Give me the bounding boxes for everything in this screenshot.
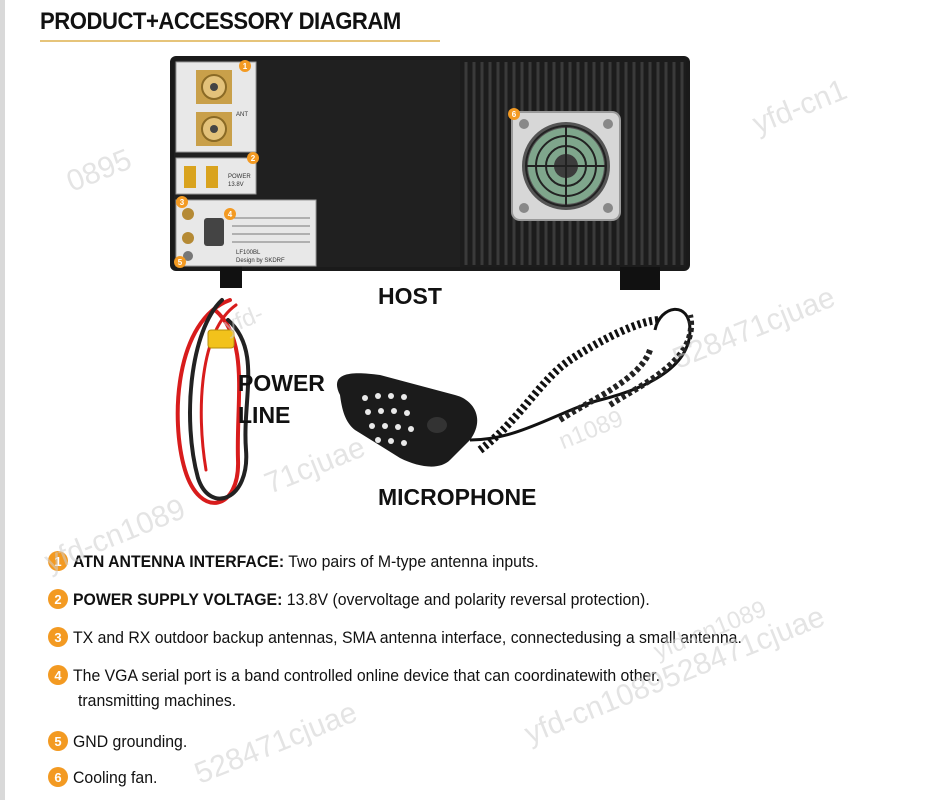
- number-badge: 3: [48, 627, 68, 647]
- power-connector: [184, 166, 218, 188]
- feature-item-4: 4 The VGA serial port is a band controll…: [48, 664, 704, 688]
- callout-1: 1: [239, 60, 251, 72]
- page-left-border: [0, 0, 5, 800]
- sma-connectors: [182, 208, 194, 261]
- vga-port: [204, 218, 224, 246]
- microphone-label: MICROPHONE: [378, 484, 537, 510]
- feature-text: ATN ANTENNA INTERFACE: Two pairs of M-ty…: [73, 552, 539, 571]
- callout-6: 6: [508, 108, 520, 120]
- feature-text: The VGA serial port is a band controlled…: [73, 666, 661, 685]
- feature-item-6: 6 Cooling fan.: [48, 766, 164, 790]
- feature-text: GND grounding.: [73, 732, 188, 751]
- svg-text:3: 3: [180, 198, 185, 207]
- host-foot-left: [220, 266, 242, 288]
- number-badge: 2: [48, 589, 68, 609]
- callout-5: 5: [174, 256, 186, 268]
- microphone: [336, 307, 695, 467]
- title-underline: [40, 40, 440, 42]
- power-line-label-1: POWER: [238, 370, 325, 396]
- feature-text: Cooling fan.: [73, 768, 158, 787]
- svg-text:5: 5: [178, 258, 183, 267]
- callout-2: 2: [247, 152, 259, 164]
- power-line-label-2: LINE: [238, 402, 291, 428]
- svg-text:2: 2: [251, 154, 256, 163]
- host-label: HOST: [378, 283, 442, 309]
- feature-item-1: 1 ATN ANTENNA INTERFACE: Two pairs of M-…: [48, 550, 574, 574]
- feature-item-2: 2 POWER SUPPLY VOLTAGE: 13.8V (overvolta…: [48, 588, 693, 612]
- power-panel-label: POWER: [228, 174, 251, 180]
- host-foot-right: [620, 266, 660, 290]
- ant-label: ANT: [236, 112, 248, 118]
- xt60-plug: [207, 329, 235, 349]
- antenna-connector-2: [196, 112, 232, 146]
- callout-4: 4: [224, 208, 236, 220]
- model-label: LF100BL: [236, 250, 261, 256]
- number-badge: 4: [48, 665, 68, 685]
- feature-text: TX and RX outdoor backup antennas, SMA a…: [73, 628, 742, 647]
- design-label: Design by SKDRF: [236, 258, 285, 264]
- feature-item-4-continuation: transmitting machines.: [78, 691, 237, 710]
- feature-item-5: 5 GND grounding.: [48, 730, 196, 754]
- svg-text:1: 1: [243, 62, 248, 71]
- cooling-fan: [511, 111, 621, 221]
- feature-text: POWER SUPPLY VOLTAGE: 13.8V (overvoltage…: [73, 590, 650, 609]
- svg-text:6: 6: [512, 110, 517, 119]
- product-diagram: ANT POWER 13.8V LF100BL Design by SKDRF: [170, 56, 695, 505]
- connector-panel: ANT POWER 13.8V LF100BL Design by SKDRF: [175, 61, 317, 267]
- feature-item-3: 3 TX and RX outdoor backup antennas, SMA…: [48, 626, 792, 650]
- number-badge: 1: [48, 551, 68, 571]
- antenna-connector-1: [196, 70, 232, 104]
- diagram-title: PRODUCT+ACCESSORY DIAGRAM: [40, 8, 401, 35]
- svg-text:4: 4: [228, 210, 233, 219]
- power-line-cable: [175, 298, 251, 505]
- callout-3: 3: [176, 196, 188, 208]
- host-unit: ANT POWER 13.8V LF100BL Design by SKDRF: [170, 56, 690, 290]
- power-voltage-label: 13.8V: [228, 182, 244, 188]
- number-badge: 5: [48, 731, 68, 751]
- number-badge: 6: [48, 767, 68, 787]
